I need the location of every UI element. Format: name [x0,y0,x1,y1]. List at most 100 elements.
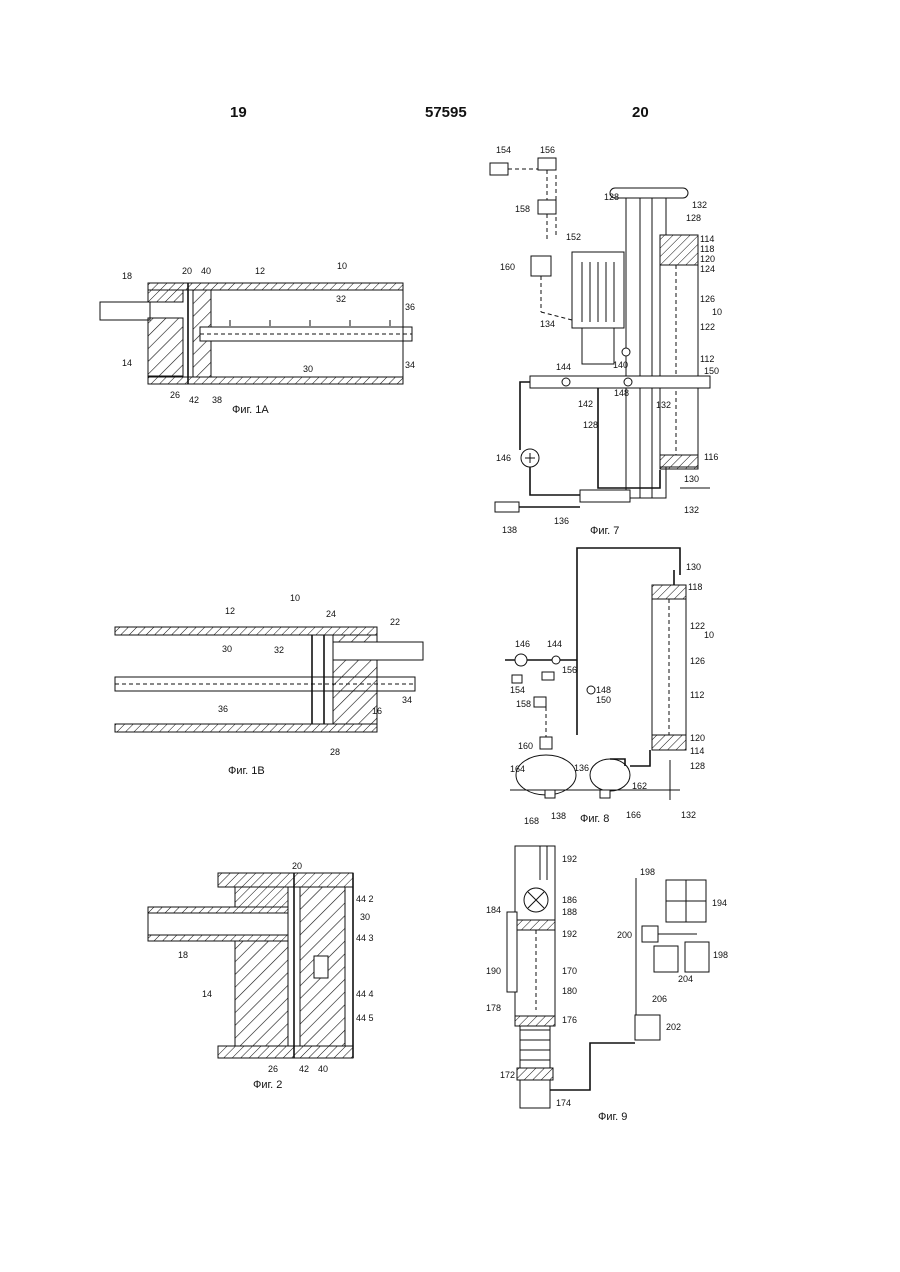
fig1b-label-30: 30 [222,644,232,654]
fig1b-label-16: 16 [372,706,382,716]
fig7-label-114: 114 [700,234,714,244]
fig9-label-174: 174 [556,1098,571,1108]
fig2-label-20: 20 [292,861,302,871]
fig7-label-10: 10 [712,307,722,317]
fig8-label-130: 130 [686,562,701,572]
fig8-label-136: 136 [574,763,589,773]
fig9-label-198b: 198 [713,950,728,960]
fig7-label-150: 150 [704,366,719,376]
fig9-label-188: 188 [562,907,577,917]
fig1a-caption: Фиг. 1A [232,404,269,416]
fig2-label-14: 14 [202,989,212,999]
fig7-label-136: 136 [554,516,569,526]
fig9-label-194: 194 [712,898,727,908]
fig7-label-146: 146 [496,453,511,463]
fig2-label-40: 40 [318,1064,328,1074]
fig7-label-126: 126 [700,294,715,304]
fig8-label-144: 144 [547,639,562,649]
fig8-label-138: 138 [551,811,566,821]
fig7-label-120: 120 [700,254,715,264]
fig7-label-152: 152 [566,232,581,242]
fig1a-label-36: 36 [405,302,415,312]
fig8-label-126: 126 [690,656,705,666]
figure-8: 130 118 122 10 146 144 154 156 148 150 1… [505,548,714,826]
fig9-label-178: 178 [486,1003,501,1013]
fig7-label-118: 118 [700,244,714,254]
fig8-label-146: 146 [515,639,530,649]
fig1b-label-10: 10 [290,593,300,603]
fig8-label-122: 122 [690,621,705,631]
fig7-label-158: 158 [515,204,530,214]
fig9-label-202: 202 [666,1022,681,1032]
fig9-label-206: 206 [652,994,667,1004]
fig7-label-132b: 132 [656,400,671,410]
fig1b-label-28: 28 [330,747,340,757]
fig7-label-160: 160 [500,262,515,272]
fig8-label-118: 118 [688,582,702,592]
fig1a-label-40: 40 [201,266,211,276]
fig7-caption: Фиг. 7 [590,525,619,537]
fig2-caption: Фиг. 2 [253,1079,282,1091]
fig1b-label-12: 12 [225,606,235,616]
fig7-label-128a: 128 [604,192,619,202]
fig1b-label-34: 34 [402,695,412,705]
fig9-label-200: 200 [617,930,632,940]
fig7-label-132a: 132 [692,200,707,210]
fig8-label-164: 164 [510,764,525,774]
figure-1a: 18 20 40 12 10 32 36 14 30 34 26 42 38 Ф… [100,261,415,416]
fig9-label-192b: 192 [562,929,577,939]
fig2-label-442: 44 2 [356,894,374,904]
fig8-label-128: 128 [690,761,705,771]
fig1a-label-38: 38 [212,395,222,405]
fig8-label-114: 114 [690,746,704,756]
fig8-label-120: 120 [690,733,705,743]
fig1a-label-34: 34 [405,360,415,370]
fig2-label-443: 44 3 [356,933,374,943]
fig1a-label-26: 26 [170,390,180,400]
fig1a-label-42: 42 [189,395,199,405]
fig7-label-138: 138 [502,525,517,535]
fig8-caption: Фиг. 8 [580,813,609,825]
fig9-label-190: 190 [486,966,501,976]
fig8-label-150: 150 [596,695,611,705]
fig7-label-128c: 128 [583,420,598,430]
fig8-label-158: 158 [516,699,531,709]
figure-7: 154 156 158 152 160 134 128 132 128 114 … [490,145,722,537]
fig7-label-144: 144 [556,362,571,372]
fig7-label-124: 124 [700,264,715,274]
fig9-label-172: 172 [500,1070,515,1080]
figure-1b: 12 10 24 22 30 32 36 34 16 28 Фиг. 1B [115,593,423,777]
fig8-label-166: 166 [626,810,641,820]
fig1b-label-36: 36 [218,704,228,714]
fig7-label-130: 130 [684,474,699,484]
fig9-label-186: 186 [562,895,577,905]
fig1b-label-32: 32 [274,645,284,655]
fig2-label-30: 30 [360,912,370,922]
fig7-label-140: 140 [613,360,628,370]
fig9-label-170: 170 [562,966,577,976]
fig8-label-132: 132 [681,810,696,820]
fig7-label-156: 156 [540,145,555,155]
figure-9: 192 198 186 184 188 192 194 200 198 204 … [486,846,728,1123]
fig2-label-18: 18 [178,950,188,960]
fig9-label-176: 176 [562,1015,577,1025]
fig1a-label-32: 32 [336,294,346,304]
fig7-label-132c: 132 [684,505,699,515]
fig8-label-160: 160 [518,741,533,751]
fig1a-label-10: 10 [337,261,347,271]
fig7-label-148: 148 [614,388,629,398]
fig2-label-26: 26 [268,1064,278,1074]
fig8-label-112: 112 [690,690,704,700]
fig1a-label-30: 30 [303,364,313,374]
fig8-label-162: 162 [632,781,647,791]
fig9-label-204: 204 [678,974,693,984]
fig1a-label-20: 20 [182,266,192,276]
fig2-label-444: 44 4 [356,989,374,999]
fig7-label-112: 112 [700,354,714,364]
figure-2: 20 44 2 30 44 3 18 14 44 4 44 5 26 42 40… [148,861,374,1091]
fig8-label-154: 154 [510,685,525,695]
fig7-label-134: 134 [540,319,555,329]
fig1a-label-14: 14 [122,358,132,368]
fig1a-label-18: 18 [122,271,132,281]
fig7-label-116: 116 [704,452,718,462]
